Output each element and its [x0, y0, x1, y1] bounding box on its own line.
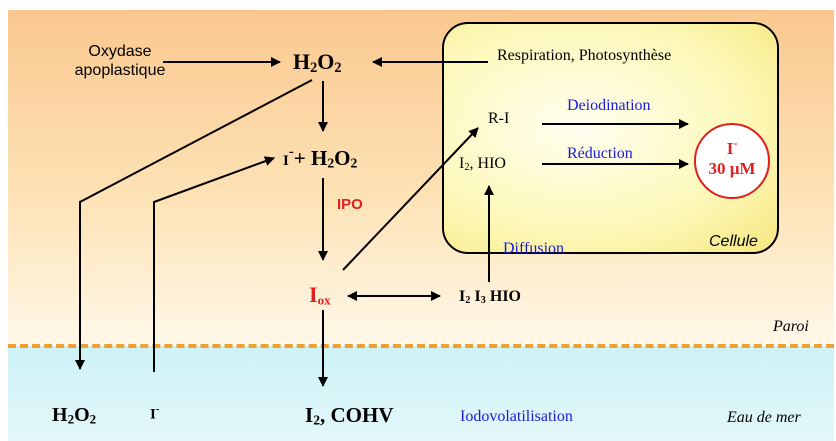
label-paroi: Paroi [773, 318, 809, 335]
iodide-pool-circle [694, 123, 770, 199]
label-i2-cohv: I2, COHV [305, 403, 394, 428]
label-reduction: Réduction [567, 145, 633, 162]
label-ipo: IPO [337, 196, 363, 213]
label-cellule: Cellule [709, 233, 758, 250]
arrow-h2o2-to-sea [75, 79, 313, 370]
label-respiration: Respiration, Photosynthèse [497, 47, 672, 64]
label-diffusion: Diffusion [503, 240, 565, 257]
label-iodovolatilisation: Iodovolatilisation [460, 408, 573, 425]
label-i2-hio-cell: I2, HIO [459, 155, 506, 174]
label-i2-i3-hio: I2 I3 HIO [459, 288, 521, 307]
label-h2o2-sea: H2O2 [52, 404, 97, 427]
label-deiodination: Deiodination [567, 97, 651, 114]
label-h2o2-main: H2O2 [293, 49, 342, 76]
label-iox: Iox [309, 282, 331, 308]
arrow-iox-to-cell [342, 127, 479, 271]
label-iodide-plus-h2o2: I-+ H2O2 [283, 144, 358, 171]
seawater-region [8, 346, 834, 441]
label-eau-de-mer: Eau de mer [727, 409, 801, 426]
cell-wall-separator [8, 344, 834, 348]
label-r-i: R-I [488, 110, 510, 127]
label-iodide-pool: I-30 µM [708, 136, 756, 179]
label-iodide-sea: I- [150, 404, 160, 423]
arrow-sea-iodide-up [153, 156, 275, 372]
